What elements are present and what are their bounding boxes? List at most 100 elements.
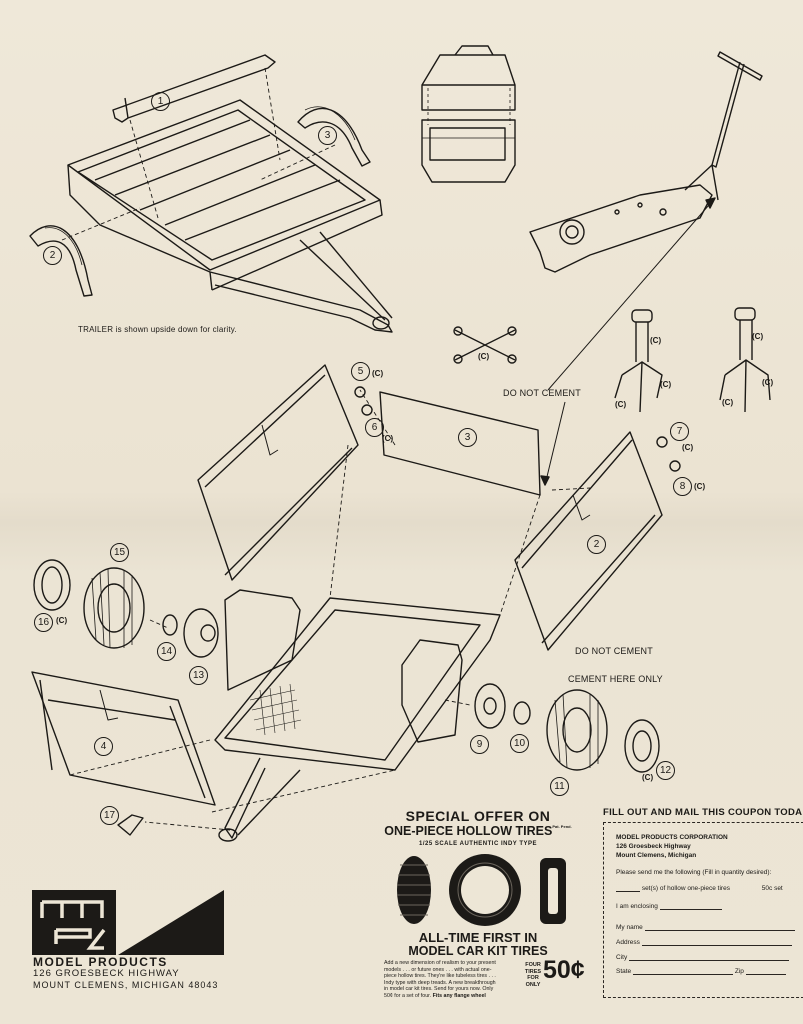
price-note-line: FOR bbox=[527, 975, 539, 981]
callout-17: 17 bbox=[100, 806, 119, 825]
callout-3: 3 bbox=[318, 126, 337, 145]
c-tag: (C) bbox=[382, 434, 394, 443]
coupon-item-price: 50c set bbox=[761, 885, 783, 892]
callout-11: 11 bbox=[550, 777, 569, 796]
amount-field[interactable] bbox=[659, 909, 722, 910]
do-not-cement-label-2: DO NOT CEMENT bbox=[575, 646, 653, 656]
callout-8: 8 bbox=[673, 477, 692, 496]
address-label: Address bbox=[616, 939, 640, 946]
state-label: State bbox=[616, 968, 632, 975]
callout-13: 13 bbox=[189, 666, 208, 685]
coupon-order-line: set(s) of hollow one-piece tires 50c set bbox=[616, 885, 783, 892]
callout-9: 9 bbox=[470, 735, 489, 754]
c-tag: (C) bbox=[642, 773, 654, 782]
coupon-city: Mount Clemens, Michigan bbox=[616, 852, 697, 859]
c-tag: (C) bbox=[650, 336, 662, 345]
offer-body-line: piece hollow tires. They're like tubeles… bbox=[384, 973, 496, 980]
trailer-note: TRAILER is shown upside down for clarity… bbox=[78, 325, 237, 334]
callout-4: 4 bbox=[94, 737, 113, 756]
callout-3b: 3 bbox=[458, 428, 477, 447]
coupon-city-row: City bbox=[616, 954, 790, 961]
callout-1: 1 bbox=[151, 92, 170, 111]
city-label: City bbox=[616, 954, 628, 961]
patent-mark: Pat. Pend. bbox=[552, 824, 572, 829]
company-address-1: 126 GROESBECK HIGHWAY bbox=[33, 968, 180, 979]
trailer-body-drawing bbox=[31, 364, 663, 842]
jack-stands-drawing bbox=[614, 307, 771, 413]
callout-2: 2 bbox=[43, 246, 62, 265]
coupon-request: Please send me the following (Fill in qu… bbox=[616, 869, 772, 876]
coupon-item: set(s) of hollow one-piece tires bbox=[641, 885, 730, 892]
price-note-line: ONLY bbox=[525, 981, 541, 988]
c-tag: (C) bbox=[478, 352, 490, 361]
coupon-heading: FILL OUT AND MAIL THIS COUPON TODA bbox=[603, 807, 803, 818]
offer-body-line: 50¢ for a set of four. Fits any flange w… bbox=[384, 993, 524, 1000]
price-note-line: FOUR bbox=[525, 962, 541, 968]
offer-subtitle: 1/25 SCALE AUTHENTIC INDY TYPE bbox=[418, 841, 538, 847]
name-label: My name bbox=[616, 924, 643, 931]
offer-title-2-text: ONE-PIECE HOLLOW TIRES bbox=[384, 824, 553, 838]
name-field[interactable] bbox=[644, 930, 795, 931]
callout-6: 6 bbox=[365, 418, 384, 437]
offer-body-line: in model car kit tires. Send for yours n… bbox=[384, 986, 494, 993]
offer-title-2: ONE-PIECE HOLLOW TIRESPat. Pend. bbox=[383, 824, 573, 838]
company-address-2: MOUNT CLEMENS, MICHIGAN 48043 bbox=[33, 980, 219, 990]
callout-2b: 2 bbox=[587, 535, 606, 554]
mpc-logo bbox=[32, 890, 224, 955]
c-tag: (C) bbox=[682, 443, 694, 452]
callout-15: 15 bbox=[110, 543, 129, 562]
zip-label: Zip bbox=[734, 968, 744, 975]
offer-fits-note: Fits any flange wheel bbox=[432, 992, 486, 999]
offer-headline-1: ALL-TIME FIRST IN bbox=[418, 930, 538, 945]
c-tag: (C) bbox=[694, 482, 706, 491]
quantity-field[interactable] bbox=[616, 891, 640, 892]
zip-field[interactable] bbox=[745, 974, 786, 975]
offer-body-line: models . . . or future ones . . . with a… bbox=[384, 966, 492, 973]
offer-body-line: Add a new dimension of realism to your p… bbox=[384, 960, 496, 966]
wheels-left-drawing bbox=[33, 559, 219, 658]
callout-16: 16 bbox=[34, 613, 53, 632]
offer-price: 50¢ bbox=[543, 956, 585, 984]
c-tag: (C) bbox=[762, 378, 774, 387]
offer-body-line: Indy type with deep treads. A new breakt… bbox=[384, 979, 496, 986]
coupon-enclosing-label: I am enclosing bbox=[616, 903, 658, 910]
toolbox-drawing bbox=[421, 45, 516, 183]
lug-wrench-drawing bbox=[453, 326, 517, 364]
coupon-address-row: Address bbox=[616, 939, 792, 946]
callout-14: 14 bbox=[157, 642, 176, 661]
coupon-enclosing: I am enclosing bbox=[616, 903, 722, 910]
tire-illustration bbox=[397, 854, 566, 926]
state-field[interactable] bbox=[633, 974, 733, 975]
offer-body: Add a new dimension of realism to your p… bbox=[384, 960, 524, 1000]
c-tag: (C) bbox=[615, 400, 627, 409]
city-field[interactable] bbox=[629, 960, 790, 961]
coupon-name-row: My name bbox=[616, 924, 795, 931]
part-17-drawing bbox=[117, 814, 144, 836]
c-tag: (C) bbox=[752, 332, 764, 341]
price-note-line: TIRES bbox=[524, 968, 542, 975]
c-tag: (C) bbox=[56, 616, 68, 625]
callout-12: 12 bbox=[656, 761, 675, 780]
c-tag: (C) bbox=[722, 398, 734, 407]
callout-5: 5 bbox=[351, 362, 370, 381]
price-note: FOUR TIRES FOR ONLY bbox=[522, 962, 544, 988]
mail-coupon: MODEL PRODUCTS CORPORATION 126 Groesbeck… bbox=[603, 822, 803, 998]
cement-here-only-label: CEMENT HERE ONLY bbox=[568, 674, 663, 684]
do-not-cement-label: DO NOT CEMENT bbox=[503, 388, 581, 398]
trailer-frame-drawing bbox=[29, 54, 393, 333]
callout-10: 10 bbox=[510, 734, 529, 753]
offer-headline-2: MODEL CAR KIT TIRES bbox=[408, 944, 548, 958]
c-tag: (C) bbox=[660, 380, 672, 389]
coupon-street: 126 Groesbeck Highway bbox=[616, 843, 691, 850]
offer-body-text: 50¢ for a set of four. bbox=[384, 992, 432, 999]
c-tag: (C) bbox=[372, 369, 384, 378]
wheels-right-drawing bbox=[474, 683, 660, 773]
company-name: MODEL PRODUCTS bbox=[33, 955, 168, 969]
offer-title-1: SPECIAL OFFER ON bbox=[405, 808, 551, 824]
coupon-state-row: State Zip bbox=[616, 968, 786, 975]
callout-7: 7 bbox=[670, 422, 689, 441]
address-field[interactable] bbox=[641, 945, 792, 946]
coupon-corp: MODEL PRODUCTS CORPORATION bbox=[616, 834, 728, 841]
